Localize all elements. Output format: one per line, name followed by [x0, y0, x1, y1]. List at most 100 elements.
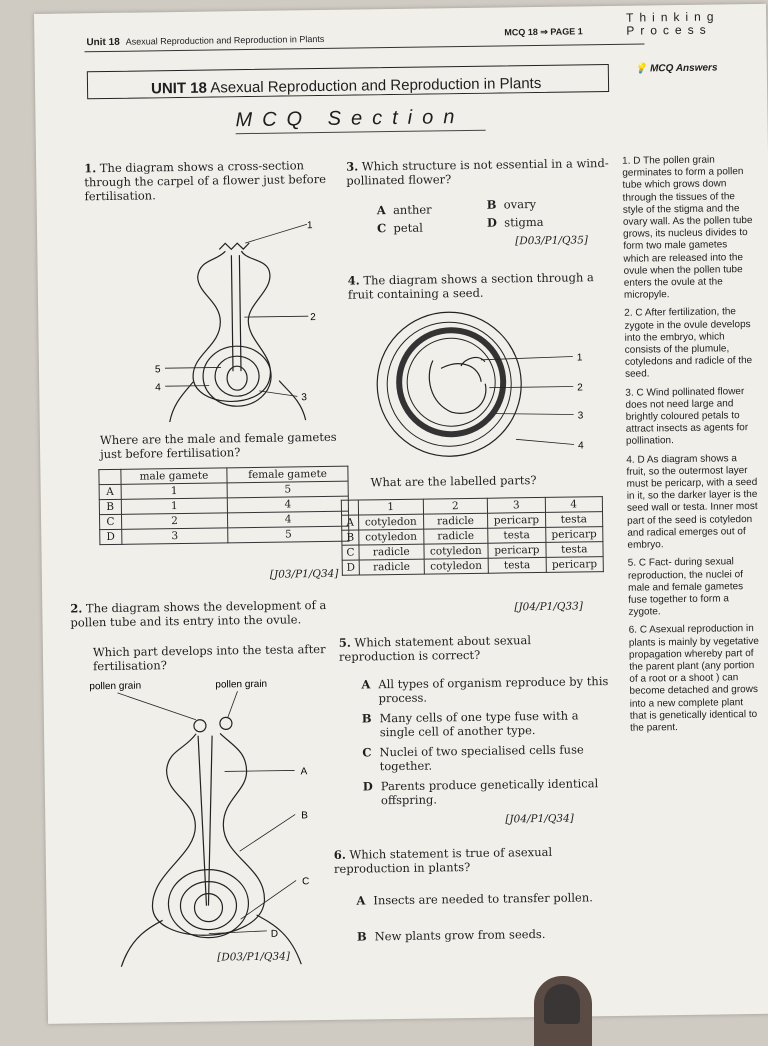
table-cell: radicle [359, 559, 424, 576]
option-text: Insects are needed to transfer pollen. [373, 890, 593, 908]
brand-bottom: Process [626, 22, 712, 38]
q2-label-a: A [301, 766, 308, 777]
q1-text: The diagram shows a cross-section throug… [84, 158, 327, 204]
table-cell: B [341, 530, 359, 546]
option-letter: D [486, 215, 498, 230]
table-cell: 2 [422, 498, 488, 515]
question-1: 1. The diagram shows a cross-section thr… [84, 158, 345, 204]
option-text: Nuclei of two specialised cells fuse tog… [379, 742, 584, 774]
mcq-answers-label: 💡 MCQ Answers [635, 62, 718, 74]
thumbnail-nail [544, 984, 580, 1024]
carpel-diagram: 1 2 3 4 5 [155, 220, 316, 423]
fruit-seed-diagram: 1 2 3 4 [376, 311, 584, 457]
table-cell: D [99, 529, 122, 545]
table-cell: 3 [121, 527, 229, 545]
unit-heading-number: UNIT 18 [150, 79, 208, 98]
table-cell: 5 [227, 526, 349, 543]
q1-label-5: 5 [155, 364, 161, 375]
option-text: petal [393, 220, 423, 236]
q5-option-d: D Parents produce genetically identical o… [363, 776, 613, 807]
option-letter: A [361, 677, 371, 692]
table-cell: 5 [227, 481, 349, 498]
table-cell: testa [488, 557, 546, 574]
option-letter: B [356, 929, 367, 944]
q1-question: Where are the male and female gametes ju… [99, 429, 337, 462]
q1-number: 1. [84, 161, 97, 176]
question-4: 4. The diagram shows a section through a… [347, 270, 618, 301]
q6-text: Which statement is true of asexual repro… [333, 844, 553, 876]
table-cell: 4 [227, 511, 349, 528]
table-cell: 1 [120, 497, 228, 515]
answers-column: 1. D The pollen grain germinates to form… [622, 154, 762, 741]
question-5: 5. Which statement about sexual reproduc… [339, 632, 609, 664]
table-cell: pericarp [488, 542, 546, 559]
q3-option-c: C petal [377, 221, 423, 236]
q2-number: 2. [70, 601, 83, 616]
answer-2: 2. C After fertilization, the zygote in … [624, 306, 753, 381]
option-text: Parents produce genetically identical of… [380, 776, 599, 808]
q4-label-1: 1 [577, 352, 583, 363]
option-letter: C [362, 745, 372, 760]
answer-3: 3. C Wind pollinated flower does not nee… [625, 385, 749, 448]
q2-label-b: B [301, 810, 308, 821]
q5-option-c: C Nuclei of two specialised cells fuse to… [362, 742, 612, 773]
q5-ref: [J04/P1/Q34] [505, 812, 574, 826]
answer-5: 5. C Fact- during sexual reproduction, t… [627, 556, 744, 618]
q3-option-d: D stigma [487, 215, 544, 230]
answer-4: 4. D As diagram shows a fruit, so the ou… [626, 452, 758, 551]
q5-text: Which statement about sexual reproductio… [338, 633, 532, 664]
q1-ref: [J03/P1/Q34] [269, 567, 339, 581]
table-cell: testa [545, 541, 604, 558]
table-cell: D [342, 560, 360, 576]
option-letter: A [376, 203, 386, 218]
table-cell: male gamete [120, 467, 228, 485]
q3-option-b: B ovary [487, 197, 537, 212]
table-cell: 4 [227, 496, 349, 513]
pollen-tube-diagram: pollen grain pollen grain A B C D [89, 679, 309, 968]
answer-1: 1. D The pollen grain germinates to form… [622, 154, 753, 302]
answer-6: 6. C Asexual reproduction in plants is m… [628, 623, 759, 734]
table-cell: radicle [423, 513, 488, 530]
table-cell: cotyledon [423, 558, 489, 575]
section-title: MCQ Section [235, 106, 465, 132]
table-cell: B [99, 499, 122, 515]
option-text: All types of organism reproduce by this … [378, 674, 609, 706]
question-3: 3. Which structure is not essential in a… [346, 156, 616, 188]
page-indicator: MCQ 18 ⇒ PAGE 1 [504, 26, 583, 38]
question-6: 6. Which statement is true of asexual re… [334, 844, 604, 876]
table-cell: 2 [121, 512, 228, 530]
q4-ref: [J04/P1/Q33] [514, 600, 583, 614]
table-cell: radicle [358, 544, 424, 561]
q5-number: 5. [338, 635, 351, 650]
q3-option-a: A anther [377, 202, 432, 217]
table-cell: radicle [423, 528, 489, 545]
table-cell: cotyledon [423, 543, 489, 560]
q6-number: 6. [333, 847, 346, 862]
table-cell: cotyledon [358, 514, 424, 531]
q1-label-3: 3 [301, 392, 307, 403]
q4-number: 4. [347, 273, 360, 288]
table-cell: pericarp [545, 526, 603, 543]
option-letter: B [361, 711, 372, 726]
q4-label-3: 3 [578, 410, 584, 421]
q4-label-2: 2 [577, 382, 583, 393]
lightbulb-icon: 💡 [634, 63, 648, 75]
q4-label-4: 4 [578, 440, 584, 451]
q2-ref: [D03/P1/Q34] [217, 950, 291, 964]
table-cell: C [341, 545, 360, 561]
q2-question: Which part develops into the testa after… [92, 641, 326, 674]
table-cell: A [99, 484, 121, 500]
table-cell: female gamete [227, 466, 349, 483]
table-cell: 1 [358, 499, 424, 516]
option-text: stigma [504, 214, 544, 230]
q2-text: The diagram shows the development of a p… [70, 597, 327, 630]
q5-option-a: A All types of organism reproduce by this… [361, 674, 611, 705]
option-letter: D [362, 779, 373, 794]
